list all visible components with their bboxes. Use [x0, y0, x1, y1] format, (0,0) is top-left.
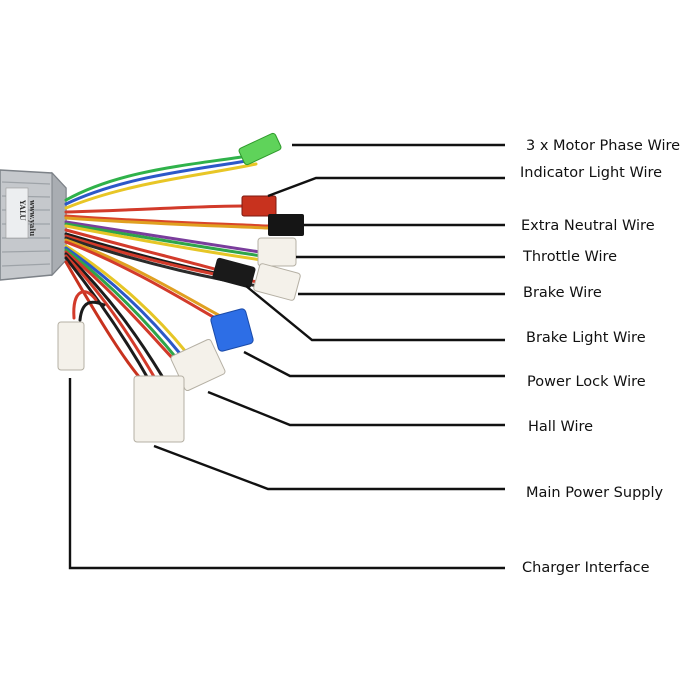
- label-main-power: Main Power Supply: [526, 485, 664, 501]
- label-brake: Brake Wire: [523, 285, 602, 301]
- connector-hall: [133, 375, 185, 443]
- controller-site-text: www.yalu: [28, 199, 37, 236]
- label-extra-neutral: Extra Neutral Wire: [521, 218, 655, 234]
- leader-main-power: [153, 444, 505, 491]
- connector-power-lock: [170, 338, 226, 392]
- label-indicator-light: Indicator Light Wire: [520, 165, 663, 181]
- connector-brake-light: [210, 308, 254, 352]
- leader-power-lock: [243, 350, 505, 378]
- label-motor-phase: 3 x Motor Phase Wire: [526, 138, 681, 154]
- connector-extra-neutral: [268, 214, 304, 236]
- label-charger: Charger Interface: [522, 560, 650, 576]
- controller-box: YALU www.yalu: [0, 169, 67, 281]
- leader-indicator-light: [267, 176, 505, 198]
- connector-throttle: [257, 237, 297, 267]
- leader-hall: [207, 390, 505, 427]
- leader-charger: [68, 378, 505, 570]
- leader-brake-light: [245, 285, 505, 342]
- leader-lines: [68, 143, 505, 570]
- connector-brake: [253, 263, 301, 301]
- connector-brake-black: [212, 257, 256, 289]
- label-brake-light: Brake Light Wire: [526, 330, 646, 346]
- label-power-lock: Power Lock Wire: [527, 374, 646, 390]
- connector-indicator-light: [241, 195, 277, 217]
- label-throttle: Throttle Wire: [523, 249, 618, 265]
- connector-motor-phase: [238, 132, 282, 166]
- controller-brand-text: YALU: [18, 199, 27, 221]
- connector-charger: [57, 321, 85, 371]
- label-hall: Hall Wire: [528, 419, 594, 435]
